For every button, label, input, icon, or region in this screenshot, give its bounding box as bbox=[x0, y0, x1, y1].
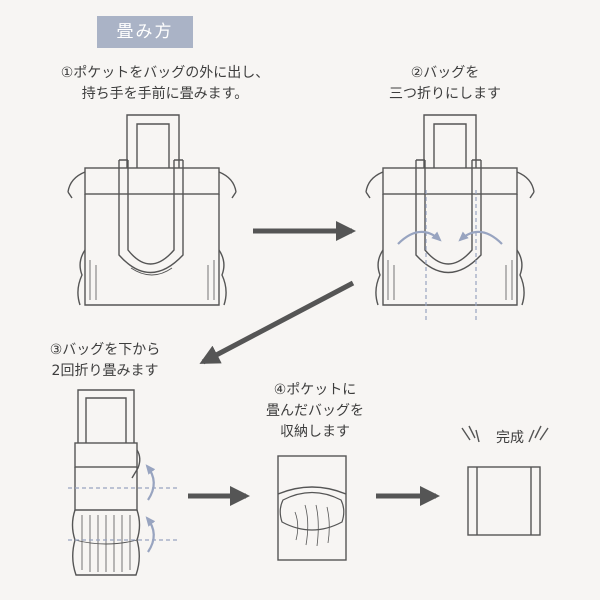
done-label: 完成 bbox=[496, 430, 524, 446]
step-4-line-1: ④ポケットに bbox=[273, 382, 357, 398]
step-1-bag-illustration bbox=[67, 114, 237, 306]
done-illustration bbox=[467, 466, 541, 536]
done-sparkles-icon bbox=[461, 425, 549, 443]
step-1-caption: ①ポケットをバッグの外に出し、 持ち手を手前に畳みます。 bbox=[10, 63, 320, 105]
step-4-line-2: 畳んだバッグを bbox=[266, 403, 364, 419]
step-2-caption: ②バッグを 三つ折りにします bbox=[360, 63, 530, 105]
fold-up-arrow-lower bbox=[145, 516, 156, 553]
step-4-pocket-illustration bbox=[277, 455, 347, 561]
step-3-line-1: ③バッグを下から bbox=[49, 342, 161, 358]
step-1-line-2: 持ち手を手前に畳みます。 bbox=[81, 86, 249, 102]
step-1-line-1: ①ポケットをバッグの外に出し、 bbox=[60, 65, 270, 81]
step-2-bag-illustration bbox=[365, 114, 535, 306]
step-3-fold-guides bbox=[68, 464, 178, 553]
step-2-line-2: 三つ折りにします bbox=[389, 86, 501, 102]
step-3-caption: ③バッグを下から 2回折り畳みます bbox=[10, 340, 200, 382]
step-3-line-2: 2回折り畳みます bbox=[51, 363, 159, 379]
step-2-line-1: ②バッグを bbox=[410, 65, 480, 81]
step-4-caption: ④ポケットに 畳んだバッグを 収納します bbox=[235, 380, 395, 443]
page-title: 畳み方 bbox=[97, 16, 193, 48]
step-2-fold-guides bbox=[397, 190, 503, 320]
step-4-line-3: 収納します bbox=[280, 424, 350, 440]
fold-up-arrow-upper bbox=[145, 464, 156, 501]
arrow-step-2-to-3 bbox=[199, 280, 355, 365]
fold-arrow-right bbox=[458, 230, 503, 245]
step-3-bag-illustration bbox=[71, 389, 141, 576]
fold-arrow-left bbox=[397, 230, 442, 245]
